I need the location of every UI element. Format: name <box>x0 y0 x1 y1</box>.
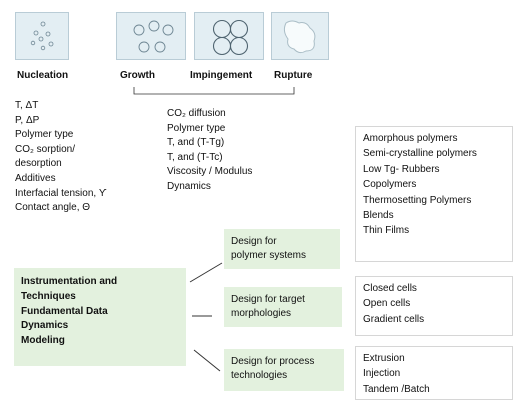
process-technology-item: Injection <box>363 368 401 380</box>
polymer-systems-list-box: Amorphous polymers Semi-crystalline poly… <box>355 126 513 262</box>
design-process-technologies-box: Design for process technologies <box>224 349 344 391</box>
growth-factor: Dynamics <box>167 180 211 192</box>
growth-factor: Viscosity / Modulus <box>167 166 253 178</box>
polymer-system-item: Thin Films <box>363 225 410 237</box>
tools-item: Modeling <box>21 335 65 347</box>
rupture-cell-icon <box>283 20 316 54</box>
tools-item: Fundamental Data <box>21 305 108 317</box>
growth-bubbles-icon <box>133 20 174 53</box>
tools-item: Dynamics <box>21 320 69 332</box>
design-box-line: Design for <box>231 236 277 247</box>
nucleation-factor: CO₂ sorption/ <box>15 143 76 155</box>
nucleation-factor: P, ΔP <box>15 114 40 126</box>
growth-illustration <box>116 12 186 60</box>
polymer-system-item: Semi-crystalline polymers <box>363 148 477 160</box>
polymer-system-item: Thermosetting Polymers <box>363 194 472 206</box>
design-box-line: Design for target <box>231 294 305 305</box>
design-box-line: morphologies <box>231 308 292 319</box>
stage-label-nucleation: Nucleation <box>17 70 69 81</box>
nucleation-nuclei-icon <box>30 21 54 51</box>
polymer-system-item: Blends <box>363 210 394 222</box>
nucleation-factor: Contact angle, Θ <box>15 202 91 214</box>
stage-label-impingement: Impingement <box>190 70 253 81</box>
nucleation-factor: Polymer type <box>15 129 74 141</box>
morphologies-list-box: Closed cells Open cells Gradient cells <box>355 276 513 336</box>
growth-factor: T, and (T-Tc) <box>167 151 223 163</box>
morphology-item: Open cells <box>363 298 411 310</box>
tools-and-methods-box: Instrumentation and Techniques Fundament… <box>14 268 186 366</box>
growth-factor: CO₂ diffusion <box>167 108 226 119</box>
nucleation-factor: Additives <box>15 172 56 184</box>
growth-factor-list: CO₂ diffusion Polymer type T, and (T-Tg)… <box>167 107 252 195</box>
nucleation-factor-list: T, ΔT P, ΔP Polymer type CO₂ sorption/ d… <box>15 99 107 216</box>
tools-item: Techniques <box>21 290 76 302</box>
tools-item: Instrumentation and <box>21 276 118 287</box>
design-box-line: technologies <box>231 370 288 381</box>
nucleation-factor: desorption <box>15 158 62 170</box>
growth-stage-bracket <box>133 87 295 95</box>
growth-factor: T, and (T-Tg) <box>167 137 225 149</box>
nucleation-factor: T, ΔT <box>15 100 39 111</box>
impingement-bubbles-icon <box>212 19 249 56</box>
stage-label-rupture: Rupture <box>274 70 313 81</box>
polymer-system-item: Copolymers <box>363 179 417 191</box>
design-polymer-systems-box: Design for polymer systems <box>224 229 340 269</box>
arrow-to-polymer-systems <box>189 262 223 283</box>
morphology-item: Gradient cells <box>363 313 425 325</box>
polymer-system-item: Amorphous polymers <box>363 133 458 144</box>
nucleation-factor: Interfacial tension, ϒ <box>15 187 107 199</box>
nucleation-illustration <box>15 12 69 60</box>
design-target-morphologies-box: Design for target morphologies <box>224 287 342 327</box>
impingement-illustration <box>194 12 264 60</box>
rupture-illustration <box>271 12 329 60</box>
design-box-line: polymer systems <box>231 250 307 261</box>
process-technologies-list-box: Extrusion Injection Tandem /Batch <box>355 346 513 400</box>
design-box-line: Design for process <box>231 356 315 367</box>
process-technology-item: Extrusion <box>363 353 405 364</box>
stage-label-growth: Growth <box>120 70 155 81</box>
process-technology-item: Tandem /Batch <box>363 383 430 395</box>
morphology-item: Closed cells <box>363 283 417 294</box>
arrow-to-process-technologies <box>193 349 221 372</box>
polymer-system-item: Low Tg- Rubbers <box>363 163 440 175</box>
growth-factor: Polymer type <box>167 122 226 134</box>
